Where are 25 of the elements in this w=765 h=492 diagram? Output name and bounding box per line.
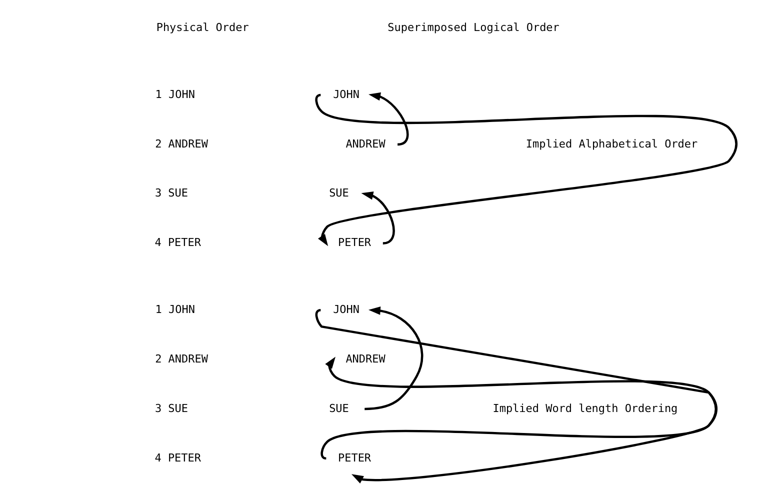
arrow	[364, 306, 424, 410]
arrow	[315, 94, 738, 246]
label: Implied Alphabetical Order	[526, 137, 698, 150]
node-text: JOHN	[333, 302, 360, 316]
label: 1 JOHN	[155, 302, 195, 316]
node-text: JOHN	[333, 88, 360, 101]
label: Superimposed Logical Order	[388, 21, 560, 34]
arrow	[315, 309, 717, 484]
label: 3 SUE	[154, 402, 188, 415]
label: 2 ANDREW	[155, 137, 208, 150]
label: 1 JOHN	[155, 88, 195, 101]
label: 4 PETER	[154, 451, 201, 464]
label: 3 SUE	[154, 186, 188, 200]
node-text: ANDREW	[346, 137, 386, 150]
node-text: SUE	[329, 402, 349, 415]
node-text: PETER	[338, 236, 372, 250]
label: 4 PETER	[154, 236, 201, 250]
node-text: PETER	[338, 451, 372, 464]
node-text: ANDREW	[346, 352, 386, 366]
label: 2 ANDREW	[155, 352, 208, 366]
label: Physical Order	[156, 21, 249, 34]
node-text: SUE	[329, 186, 349, 200]
arrow	[320, 356, 718, 460]
arrow	[368, 92, 409, 146]
label: Implied Word length Ordering	[492, 402, 678, 415]
